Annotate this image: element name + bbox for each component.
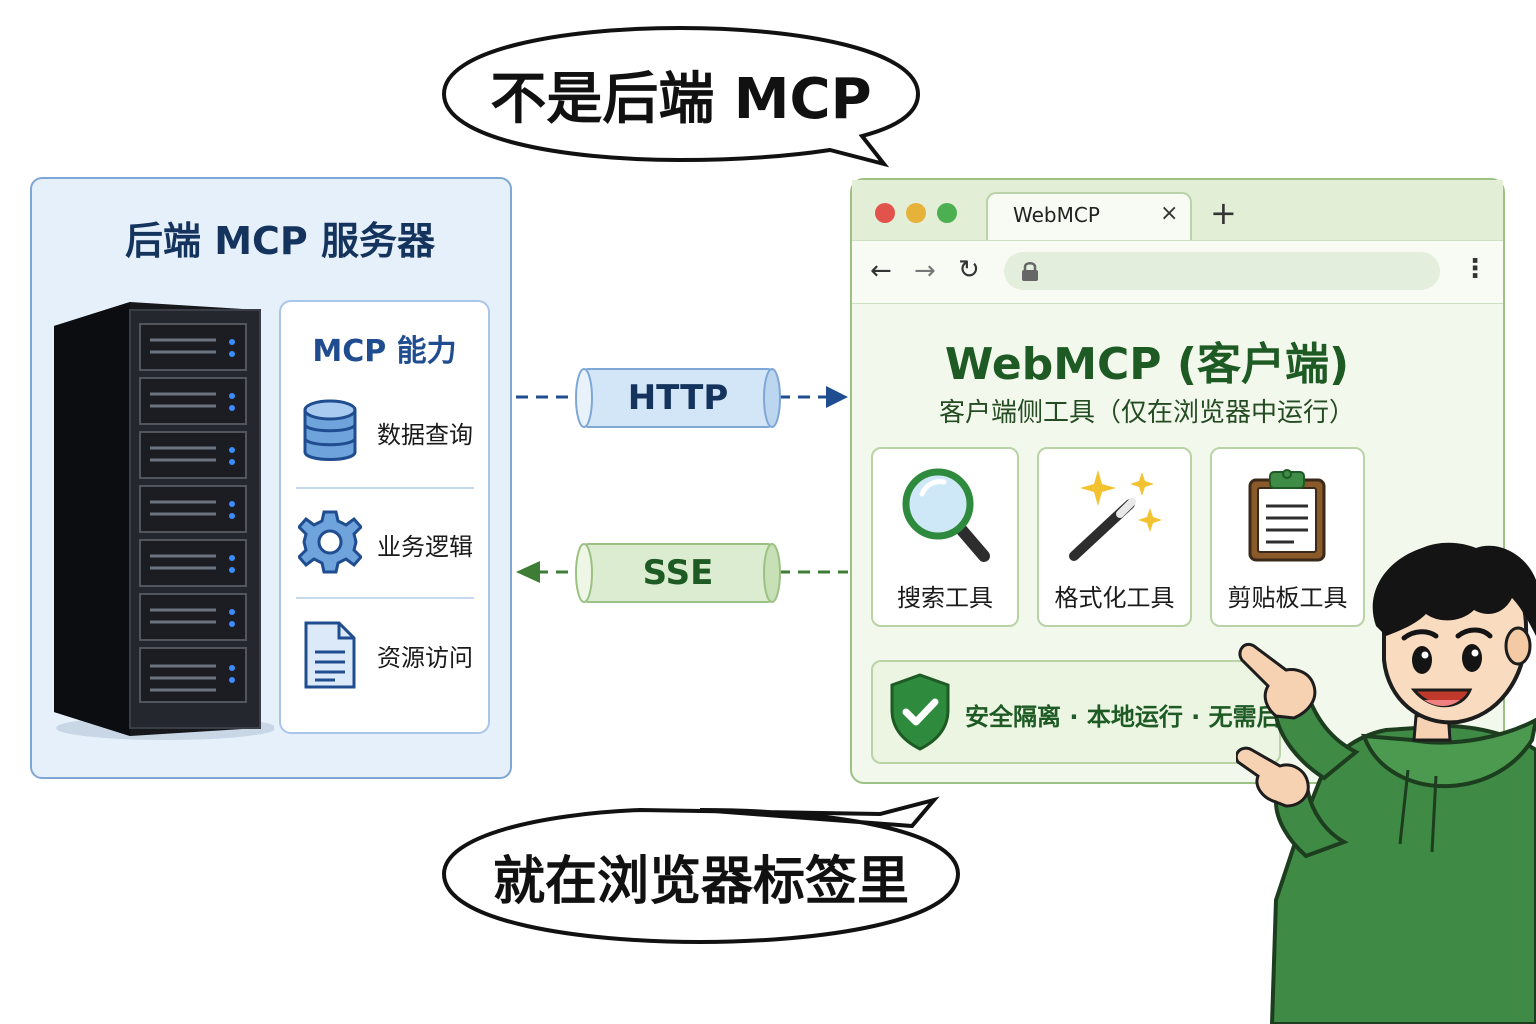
reload-icon[interactable]: ↻ [958,255,980,285]
capability-label-resource: 资源访问 [377,644,473,672]
magic-wand-icon [1069,470,1162,561]
sse-label: SSE [642,553,714,593]
back-arrow-icon[interactable]: ← [870,256,892,286]
tab-title: WebMCP [1013,203,1100,227]
shield-check-icon [890,673,950,751]
tool-label-search: 搜索工具 [897,584,993,612]
address-bar[interactable] [1004,252,1440,290]
http-label: HTTP [627,378,729,418]
gear-icon [298,510,362,574]
bottom-bubble-text: 就在浏览器标签里 [492,851,909,912]
security-note-text: 安全隔离 · 本地运行 · 无需后端 [965,703,1305,731]
window-minimize-dot[interactable] [906,203,926,223]
capability-divider [296,597,474,599]
tab-close-icon[interactable]: × [1160,201,1179,226]
window-maximize-dot[interactable] [937,203,957,223]
tool-card-format[interactable] [1037,447,1192,627]
sse-arrowhead [516,561,540,583]
window-close-dot[interactable] [875,203,895,223]
lock-icon [1022,262,1038,281]
clipboard-icon [1248,469,1326,562]
http-arrowhead [826,386,848,408]
magnifier-icon [902,468,990,562]
menu-dots-icon[interactable]: ⋮ [1462,254,1488,284]
webmcp-subtitle: 客户端侧工具（仅在浏览器中运行） [938,398,1355,428]
forward-arrow-icon[interactable]: → [914,256,936,286]
capability-divider [296,487,474,489]
document-icon [304,621,356,689]
tool-label-format: 格式化工具 [1054,584,1175,612]
capability-label-query: 数据查询 [377,421,473,449]
boy-character-illustration [1236,542,1536,1024]
server-rack-icon [54,302,274,740]
backend-title: 后端 MCP 服务器 [124,219,435,263]
tool-label-clipboard: 剪贴板工具 [1227,584,1348,612]
new-tab-icon[interactable]: + [1210,194,1237,232]
top-bubble-text: 不是后端 MCP [490,66,872,132]
capabilities-title: MCP 能力 [312,334,457,369]
webmcp-title: WebMCP (客户端) [944,339,1350,390]
browser-tab[interactable] [986,192,1192,242]
capability-label-logic: 业务逻辑 [377,533,473,561]
database-icon [303,399,357,461]
